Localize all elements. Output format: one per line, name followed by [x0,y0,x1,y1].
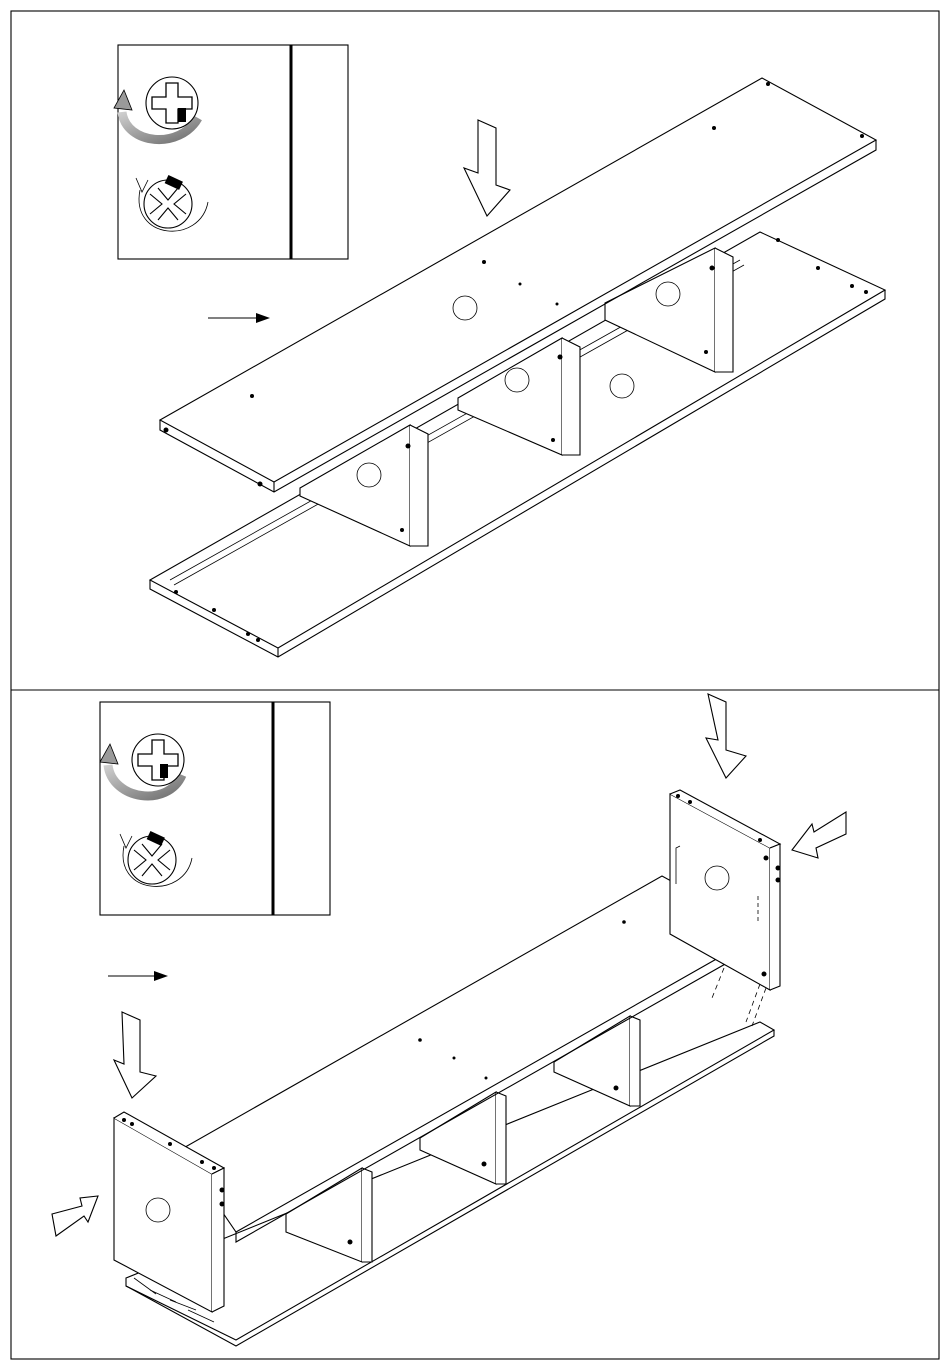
step-attach-side-panels [52,694,846,1346]
screw-legend-box [100,702,330,915]
step-attach-top-panel [114,45,885,657]
insert-down-arrow [706,694,746,778]
screw-lock-icon [120,831,192,886]
pointer-arrow [208,313,270,323]
screw-tighten-icon [100,734,184,796]
side-panel-right [670,790,781,1026]
pointer-arrow [108,971,168,981]
screw-tighten-icon [114,77,198,140]
push-left-arrow [792,812,846,858]
screw-legend-box [114,45,348,259]
insert-down-arrow [464,120,510,216]
insert-down-arrow [114,1012,156,1098]
push-right-arrow [52,1196,98,1236]
screw-lock-icon [136,175,208,231]
